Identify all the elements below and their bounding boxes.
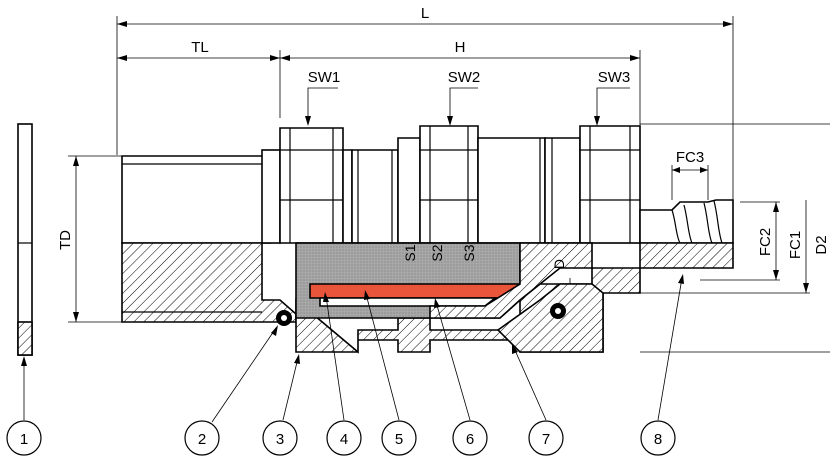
dim-D2: D2 [813, 235, 830, 254]
callout-3: 3 [276, 431, 284, 448]
callout-circle-5 [381, 420, 417, 456]
callout-circle-1 [6, 420, 42, 456]
dim-S3: S3 [461, 244, 477, 261]
callout-5: 5 [395, 431, 403, 448]
dimension-labels: L TL H SW1 SW2 SW3 FC3 TD FC2 FC1 D2 S1 … [57, 5, 830, 269]
callout-1: 1 [20, 431, 28, 448]
callout-circle-3 [262, 420, 298, 456]
callout-circle-2 [184, 420, 220, 456]
callout-6: 6 [466, 431, 474, 448]
dim-S1: S1 [402, 244, 418, 261]
threaded-body [121, 149, 297, 323]
section-body [295, 242, 641, 354]
dim-H: H [455, 39, 466, 56]
hex-sw2 [397, 125, 546, 244]
dim-FC2: FC2 [757, 228, 774, 256]
dim-SW1: SW1 [308, 69, 341, 86]
callout-circle-7 [528, 420, 564, 456]
dim-S2: S2 [429, 244, 445, 261]
dim-D: D [551, 259, 567, 269]
dim-SW2: SW2 [448, 69, 481, 86]
neck [351, 149, 399, 244]
callout-circle-8 [640, 420, 676, 456]
dim-TD: TD [57, 230, 74, 250]
o-rings [276, 303, 566, 326]
callout-7: 7 [542, 431, 550, 448]
hex-sw1 [279, 127, 353, 244]
hose-tail [639, 199, 734, 269]
dim-L: L [421, 5, 429, 22]
dim-FC1: FC1 [787, 231, 804, 259]
callout-circles: 1 2 3 4 5 6 7 8 [6, 420, 676, 456]
callout-circle-4 [326, 420, 362, 456]
hex-sw3 [544, 125, 641, 244]
sealing-washer [17, 123, 33, 356]
callout-8: 8 [654, 431, 662, 448]
dim-TL: TL [191, 39, 209, 56]
callout-circle-6 [452, 420, 488, 456]
dim-FC3: FC3 [676, 149, 704, 166]
callout-4: 4 [340, 431, 348, 448]
callout-2: 2 [198, 431, 206, 448]
dim-SW3: SW3 [598, 69, 631, 86]
callout-leaders [21, 274, 684, 423]
